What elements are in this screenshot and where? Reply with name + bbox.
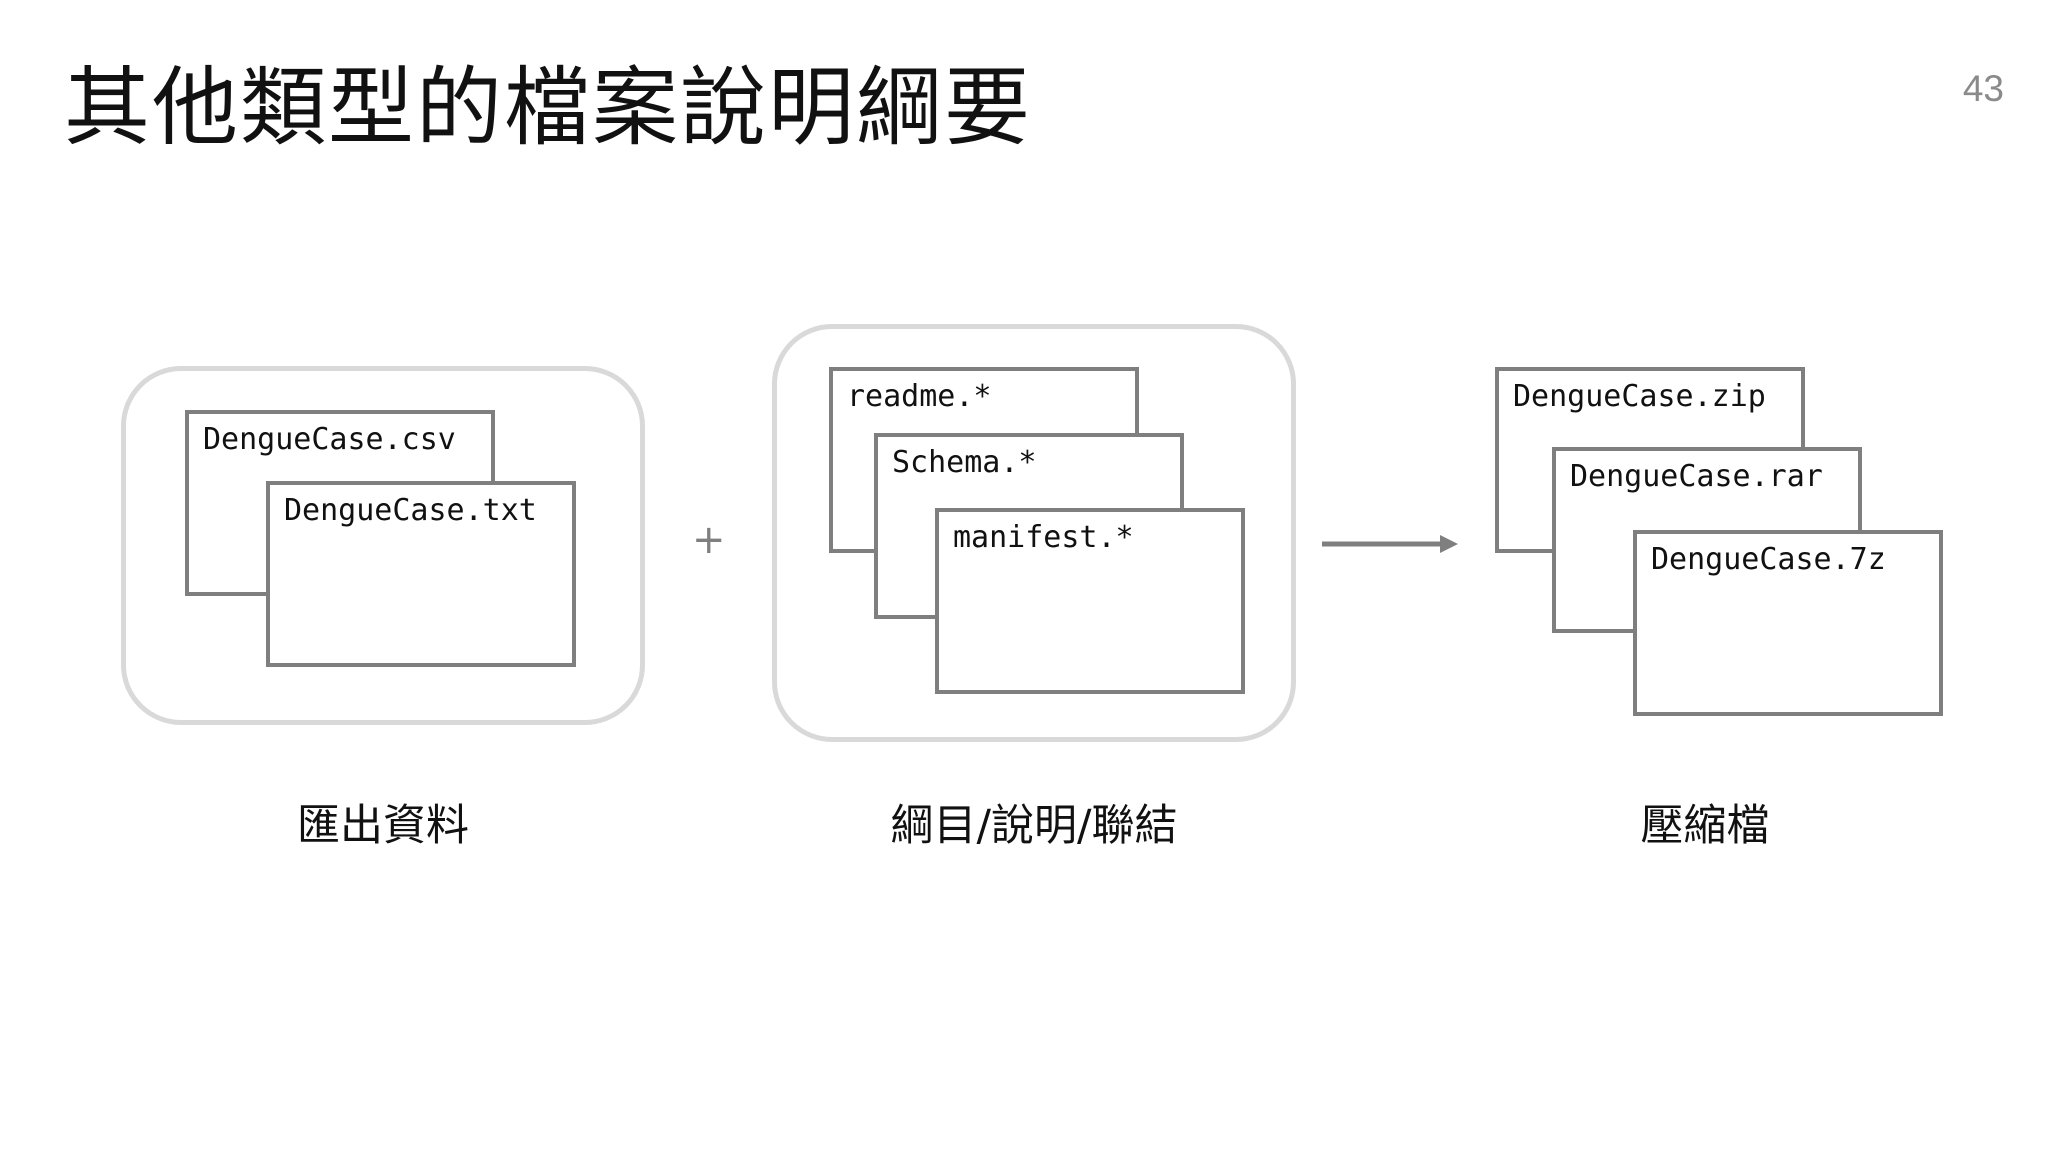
slide-title: 其他類型的檔案說明綱要 — [64, 58, 1032, 158]
file-name-txt: DengueCase.txt — [284, 493, 537, 528]
file-name-7z: DengueCase.7z — [1651, 542, 1886, 577]
file-card-7z: DengueCase.7z — [1633, 530, 1943, 716]
file-card-manifest: manifest.* — [935, 508, 1245, 694]
file-name-readme: readme.* — [847, 379, 992, 414]
file-name-rar: DengueCase.rar — [1570, 459, 1823, 494]
file-name-csv: DengueCase.csv — [203, 422, 456, 457]
caption-archives: 壓縮檔 — [1640, 801, 1770, 851]
page-number: 43 — [1962, 68, 2004, 109]
file-name-manifest: manifest.* — [953, 520, 1134, 555]
file-name-zip: DengueCase.zip — [1513, 379, 1766, 414]
plus-icon: + — [692, 517, 726, 563]
file-card-txt: DengueCase.txt — [266, 481, 576, 667]
right-arrow-icon — [1322, 535, 1458, 553]
caption-export-data: 匯出資料 — [297, 801, 469, 851]
file-name-schema: Schema.* — [892, 445, 1037, 480]
caption-metadata: 綱目/說明/聯結 — [890, 801, 1178, 851]
